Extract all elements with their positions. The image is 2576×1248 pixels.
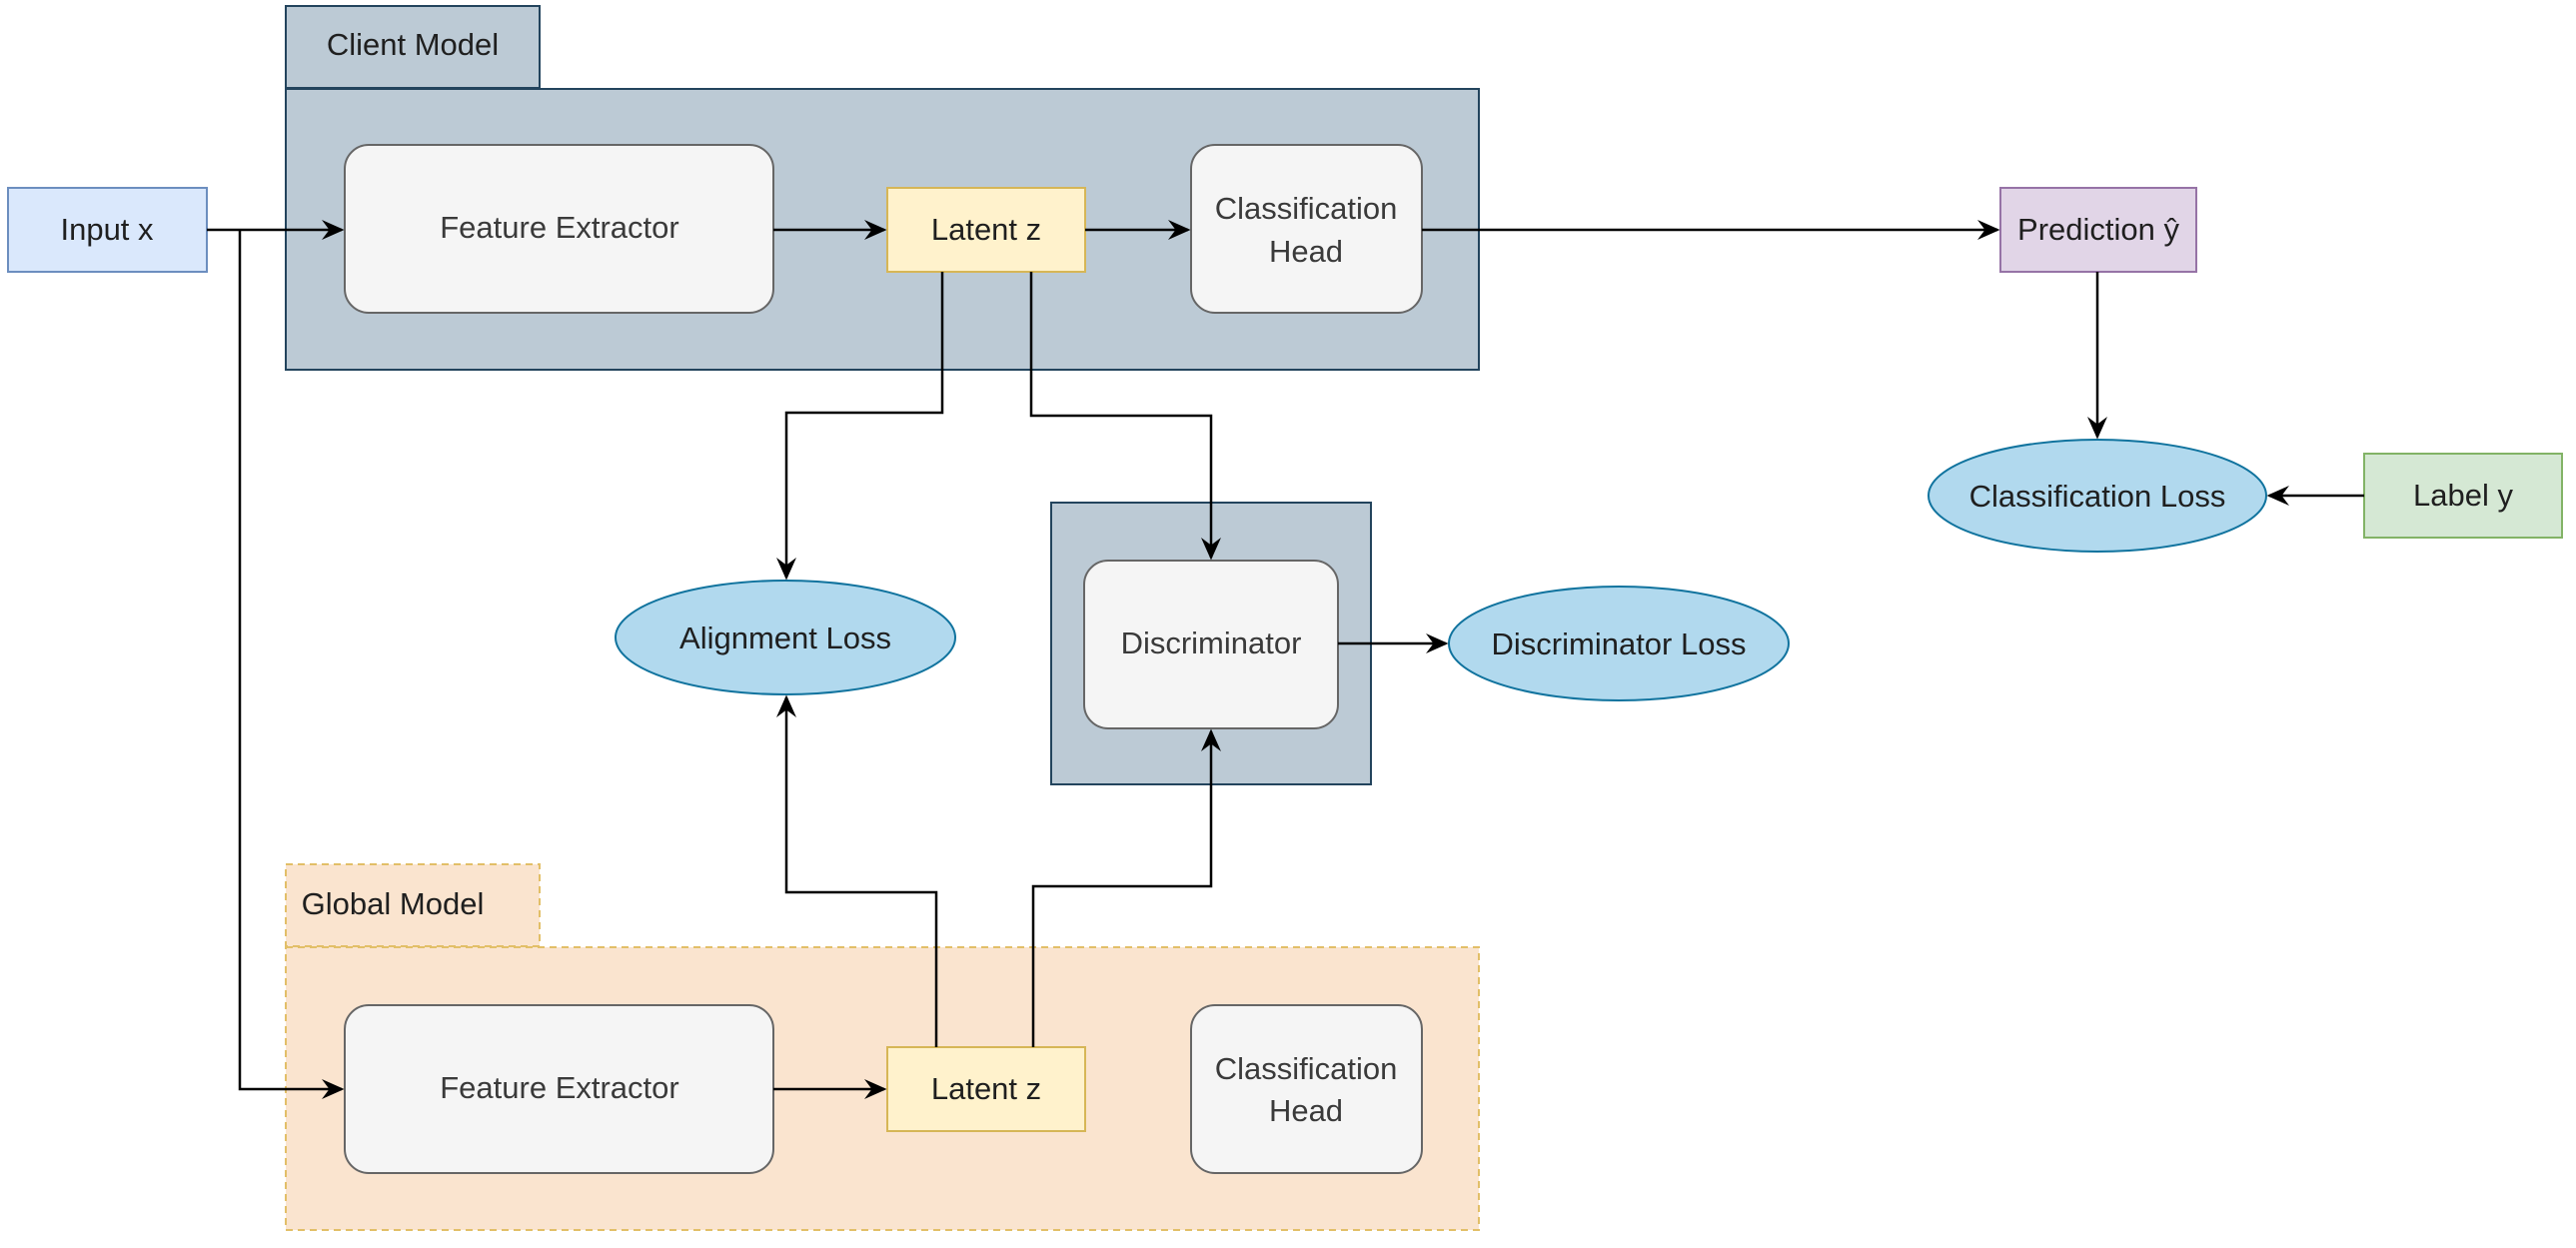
global-model-group: Global Model Feature Extractor Latent z … [285, 863, 1480, 1231]
input-node [7, 187, 208, 273]
arrow-input-to-global-extractor [238, 230, 345, 1099]
arrow-global-latent-to-discriminator [1031, 728, 1221, 1047]
discriminator-loss-node [1448, 586, 1790, 701]
label-label: Label y [2413, 478, 2513, 513]
alignment-loss-label: Alignment Loss [679, 621, 891, 655]
arrow-client-latent-to-discriminator [1029, 272, 1221, 561]
global-head-label-line1: Classification [1215, 1051, 1398, 1086]
client-model-tab [285, 5, 541, 89]
client-model-group: Client Model Feature Extractor Latent z … [285, 5, 1480, 371]
client-head-label-line2: Head [1269, 234, 1343, 269]
label-node [2363, 453, 2563, 539]
global-latent-z [886, 1046, 1086, 1132]
client-head-label-line1: Classification [1215, 191, 1398, 226]
client-classification-head [1190, 144, 1423, 314]
alignment-loss-node [615, 580, 956, 695]
arrow-client-latent-to-alignment-loss [776, 272, 944, 581]
global-latent-z-label: Latent z [931, 1071, 1041, 1106]
prediction-label: Prediction ŷ [2017, 212, 2179, 247]
global-head-label-line2: Head [1269, 1093, 1343, 1128]
client-latent-z-label: Latent z [931, 212, 1041, 247]
client-feature-extractor-label: Feature Extractor [440, 210, 678, 245]
classification-loss-label: Classification Loss [1969, 479, 2226, 514]
client-latent-z [886, 187, 1086, 273]
input-label: Input x [60, 212, 154, 247]
discriminator-label: Discriminator [1121, 625, 1302, 660]
connectors [207, 220, 2364, 1099]
discriminator-loss-label: Discriminator Loss [1492, 626, 1747, 661]
client-model-title: Client Model [327, 27, 499, 62]
global-feature-extractor-label: Feature Extractor [440, 1070, 678, 1105]
classification-loss-node [1928, 439, 2267, 553]
global-model-title: Global Model [302, 886, 485, 921]
global-classification-head [1190, 1004, 1423, 1174]
prediction-node [1999, 187, 2197, 273]
arrow-global-latent-to-alignment-loss [776, 694, 938, 1047]
